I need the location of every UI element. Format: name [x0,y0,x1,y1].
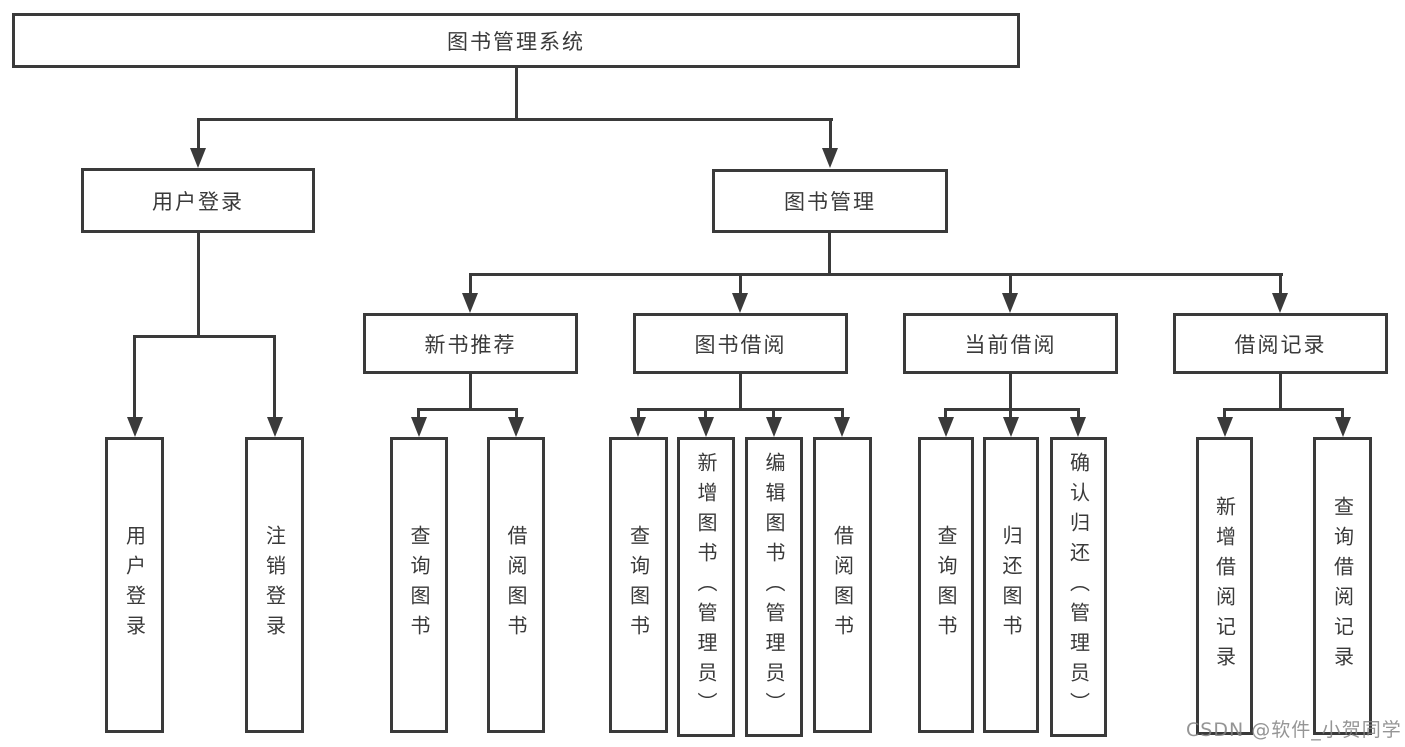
connector-sec2-drop-3 [772,408,775,421]
leaf-sec2-query-book-label: 查询图书 [626,525,651,645]
leaf-sec1-borrow-book-label: 借阅图书 [504,525,528,645]
connector-sec4-drop [1279,273,1282,297]
connector-mgmt-drop [829,118,832,155]
leaf-sec4-query-borrow-record: 查询借阅记录 [1313,437,1372,735]
connector-sec3-drop-3 [1077,408,1080,421]
leaf-sec2-add-book-admin-label: 新增图书（管理员） [694,452,718,722]
leaf-sec3-confirm-return-admin-label: 确认归还（管理员） [1066,452,1091,722]
leaf-sec1-query-book: 查询图书 [390,437,448,733]
node-root-system: 图书管理系统 [12,13,1020,68]
arrow-login-leaf-1 [127,417,143,437]
arrow-to-mgmt [822,148,838,168]
arrow-sec4-leaf-2 [1335,417,1351,437]
leaf-sec3-return-book: 归还图书 [983,437,1039,733]
leaf-sec4-add-borrow-record: 新增借阅记录 [1196,437,1253,735]
connector-sec1-drop [469,273,472,297]
arrow-sec2-leaf-1 [630,417,646,437]
node-borrow-records-label: 借阅记录 [1234,332,1327,357]
arrow-sec4-leaf-1 [1217,417,1233,437]
csdn-watermark: CSDN @软件_小贺同学 [1186,719,1402,741]
leaf-sec2-edit-book-admin: 编辑图书（管理员） [745,437,803,737]
node-new-book-recommend: 新书推荐 [363,313,578,374]
arrow-to-sec3 [1002,293,1018,313]
connector-sec4-stem [1279,374,1282,411]
leaf-user-login-label: 用户登录 [122,525,147,645]
connector-sec3-drop-1 [944,408,947,421]
connector-sec1-drop-2 [515,408,518,421]
arrow-to-sec1 [462,293,478,313]
arrow-sec1-leaf-2 [508,417,524,437]
leaf-sec1-borrow-book: 借阅图书 [487,437,545,733]
connector-login-hline [133,335,276,338]
arrow-sec2-leaf-4 [834,417,850,437]
leaf-sec2-query-book: 查询图书 [609,437,668,733]
leaf-sec2-add-book-admin: 新增图书（管理员） [677,437,735,737]
connector-sec2-hline [637,408,844,411]
leaf-sec1-query-book-label: 查询图书 [407,525,431,645]
arrow-login-leaf-2 [267,417,283,437]
leaf-sec2-borrow-book: 借阅图书 [813,437,872,733]
leaf-user-login: 用户登录 [105,437,164,733]
leaf-sec2-edit-book-admin-label: 编辑图书（管理员） [762,452,786,722]
connector-sec3-drop-2 [1009,408,1012,421]
leaf-sec3-confirm-return-admin: 确认归还（管理员） [1050,437,1107,737]
connector-sec4-hline [1223,408,1344,411]
leaf-sec3-query-book-label: 查询图书 [934,525,958,645]
node-current-borrow: 当前借阅 [903,313,1118,374]
leaf-sec3-query-book: 查询图书 [918,437,974,733]
arrow-sec3-leaf-3 [1070,417,1086,437]
node-book-mgmt: 图书管理 [712,169,948,233]
connector-login-drop [197,118,200,155]
leaf-logout: 注销登录 [245,437,304,733]
arrow-sec1-leaf-1 [411,417,427,437]
connector-sec3-stem [1009,374,1012,411]
connector-sec2-drop-2 [704,408,707,421]
leaf-sec3-return-book-label: 归还图书 [999,525,1023,645]
arrow-sec2-leaf-3 [766,417,782,437]
connector-sec1-hline [417,408,518,411]
leaf-sec2-borrow-book-label: 借阅图书 [830,525,855,645]
connector-login-drop-1 [133,335,136,421]
arrow-to-sec2 [732,293,748,313]
connector-root-hline [197,118,833,121]
connector-sec4-drop-2 [1341,408,1344,421]
node-book-borrow: 图书借阅 [633,313,848,374]
connector-root-stem [515,68,518,120]
arrow-to-login [190,148,206,168]
connector-mgmt-stem [828,233,831,275]
connector-mgmt-hline [469,273,1283,276]
connector-sec2-drop [739,273,742,297]
arrow-sec3-leaf-1 [938,417,954,437]
connector-sec3-drop [1009,273,1012,297]
connector-sec1-drop-1 [417,408,420,421]
node-book-borrow-label: 图书借阅 [694,332,787,357]
leaf-sec4-query-borrow-record-label: 查询借阅记录 [1330,496,1355,676]
node-user-login: 用户登录 [81,168,315,233]
leaf-sec4-add-borrow-record-label: 新增借阅记录 [1212,496,1237,676]
connector-login-drop-2 [273,335,276,421]
connector-sec2-drop-4 [841,408,844,421]
node-user-login-label: 用户登录 [152,189,244,214]
node-book-mgmt-label: 图书管理 [784,190,876,214]
leaf-logout-label: 注销登录 [262,525,287,645]
connector-sec2-stem [739,374,742,411]
connector-sec2-drop-1 [637,408,640,421]
arrow-to-sec4 [1272,293,1288,313]
connector-sec1-stem [469,374,472,411]
arrow-sec3-leaf-2 [1003,417,1019,437]
node-current-borrow-label: 当前借阅 [964,332,1057,357]
arrow-sec2-leaf-2 [698,417,714,437]
connector-login-stem [197,233,200,338]
connector-sec3-hline [944,408,1080,411]
node-root-label: 图书管理系统 [447,29,585,54]
node-new-book-recommend-label: 新书推荐 [424,332,517,357]
connector-sec4-drop-1 [1223,408,1226,421]
node-borrow-records: 借阅记录 [1173,313,1388,374]
